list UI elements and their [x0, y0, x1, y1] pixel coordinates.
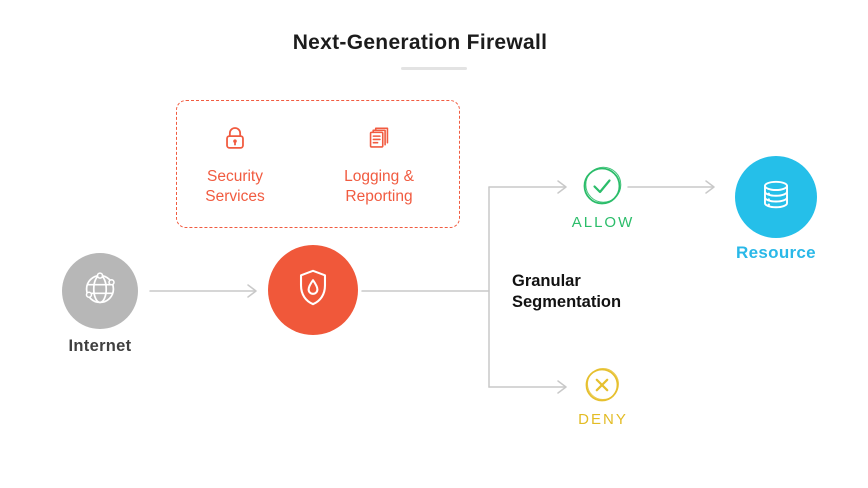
- security-services-box: Security Services Logging & Reporting: [176, 100, 460, 228]
- title-underline-divider: [401, 67, 467, 70]
- x-circle-icon: [582, 365, 622, 410]
- deny-label: DENY: [578, 411, 628, 428]
- page-title: Next-Generation Firewall: [292, 31, 548, 54]
- globe-network-icon: [77, 266, 123, 317]
- service-item-logging-reporting: Logging & Reporting: [323, 123, 435, 207]
- resource-label: Resource: [736, 243, 816, 262]
- database-icon: [753, 172, 799, 223]
- arrowhead-resource: [705, 180, 715, 194]
- resource-node: [735, 156, 817, 238]
- service-label: Security Services: [205, 168, 265, 206]
- service-label: Logging & Reporting: [344, 168, 414, 206]
- service-item-security-services: Security Services: [179, 123, 291, 207]
- internet-label: Internet: [68, 337, 132, 355]
- firewall-node: [268, 245, 358, 335]
- internet-node: [62, 253, 138, 329]
- check-circle-icon: [580, 164, 624, 213]
- lock-icon: [220, 123, 250, 158]
- arrowhead-firewall: [247, 284, 257, 298]
- shield-flame-icon: [288, 263, 338, 318]
- allow-label: ALLOW: [571, 214, 635, 231]
- granular-segmentation-label: Granular Segmentation: [512, 272, 622, 311]
- arrowhead-deny: [557, 380, 567, 394]
- report-icon: [364, 123, 394, 158]
- arrowhead-allow: [557, 180, 567, 194]
